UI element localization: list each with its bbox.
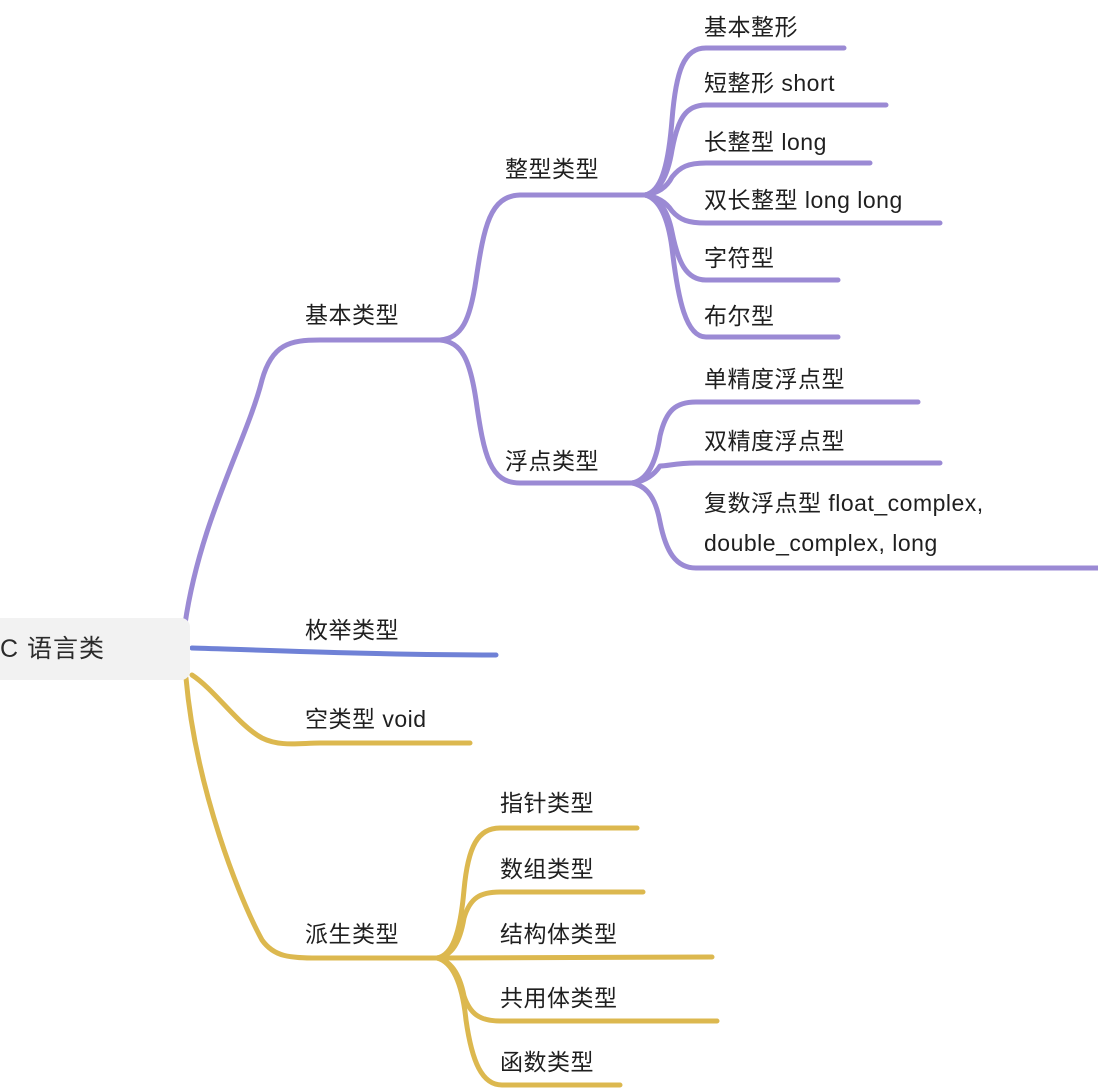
node-basic-int[interactable]: 基本整形	[704, 14, 798, 40]
edge-derived-to-struct-type	[434, 954, 715, 961]
node-long-long-int[interactable]: 双长整型 long long	[704, 187, 903, 213]
node-integer-types[interactable]: 整型类型	[505, 156, 599, 182]
node-pointer-type[interactable]: 指针类型	[500, 790, 594, 816]
node-function-type[interactable]: 函数类型	[500, 1049, 594, 1075]
node-bool-type[interactable]: 布尔型	[704, 303, 775, 329]
node-double-float[interactable]: 双精度浮点型	[704, 428, 845, 454]
edge-root-to-derived-types	[183, 675, 440, 961]
edge-derived-to-array-type	[434, 889, 646, 961]
node-basic-types[interactable]: 基本类型	[305, 302, 399, 328]
edge-float-to-single-float	[629, 399, 921, 486]
node-array-type[interactable]: 数组类型	[500, 856, 594, 882]
node-complex-float[interactable]: 复数浮点型 float_complex, double_complex, lon…	[704, 490, 984, 556]
node-union-type[interactable]: 共用体类型	[500, 985, 618, 1011]
node-struct-type[interactable]: 结构体类型	[500, 921, 618, 947]
edge-basic-to-float	[437, 337, 635, 486]
edge-root-to-void-type	[189, 672, 473, 747]
edge-float-to-double-float	[629, 460, 943, 486]
node-long-int[interactable]: 长整型 long	[704, 129, 827, 155]
edge-integer-to-long-int	[642, 160, 873, 198]
edge-basic-to-integer	[437, 192, 648, 343]
edge-integer-to-bool-type	[642, 192, 841, 340]
node-enum-type[interactable]: 枚举类型	[305, 617, 399, 643]
node-void-type[interactable]: 空类型 void	[305, 706, 427, 732]
node-single-float[interactable]: 单精度浮点型	[704, 366, 845, 392]
edge-derived-to-function-type	[434, 955, 623, 1088]
edge-root-to-enum-type	[189, 645, 499, 658]
root-node-label: C 语言类	[0, 635, 106, 663]
node-derived-types[interactable]: 派生类型	[305, 921, 399, 947]
edge-float-to-complex-float	[629, 480, 1098, 571]
node-short-int[interactable]: 短整形 short	[704, 70, 836, 96]
node-char-type[interactable]: 字符型	[704, 245, 775, 271]
edge-root-to-basic-types	[182, 337, 443, 627]
node-float-types[interactable]: 浮点类型	[505, 448, 599, 474]
edge-integer-to-short-int	[642, 102, 889, 198]
root-node[interactable]: C 语言类	[0, 618, 190, 680]
